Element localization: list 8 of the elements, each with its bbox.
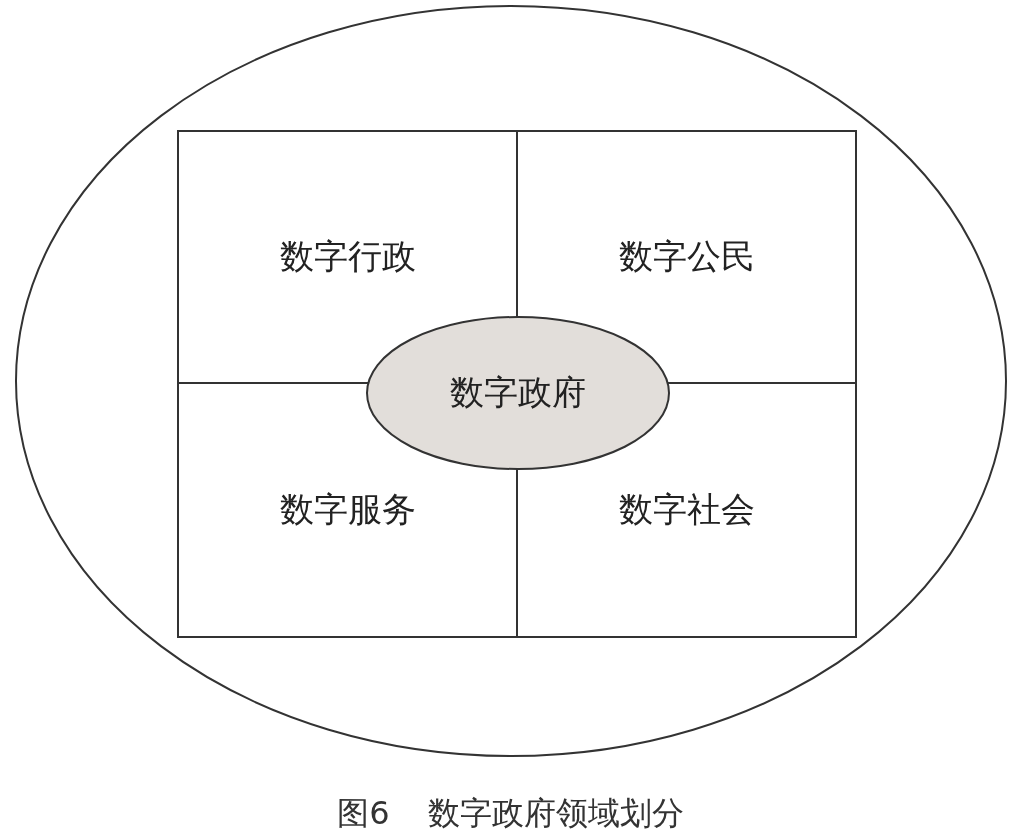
center-ellipse [366,316,670,470]
node-label: 数字行政 [278,235,417,278]
figure-caption: 图6 数字政府领域划分 [336,793,685,834]
node-label: 数字社会 [617,488,756,531]
node-label: 数字公民 [617,235,756,278]
outer-ellipse [15,5,1007,757]
node-label: 数字政府 [449,371,587,414]
node-label: 数字服务 [278,488,417,531]
